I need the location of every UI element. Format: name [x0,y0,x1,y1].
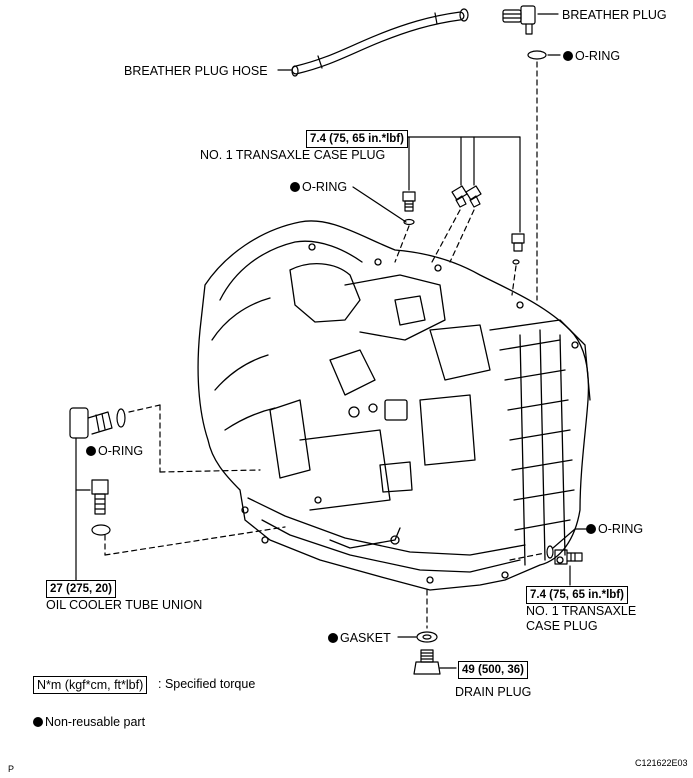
case-plug-right-label-2: CASE PLUG [526,619,598,633]
oil-cooler-union-elbow [69,407,126,439]
oil-cooler-tube-union-label: OIL COOLER TUBE UNION [46,598,203,612]
breather-o-ring-label: O-RING [563,49,620,63]
non-reusable-dot-icon [563,51,573,61]
o-ring-cooler-label: O-RING [86,444,143,458]
breather-plug-drawing [502,5,536,35]
torque-drain-box: 49 (500, 36) [458,661,529,679]
legend-torque-desc: : Specified torque [158,677,256,691]
case-plug-top-3 [465,185,482,208]
drain-plug-label: DRAIN PLUG [455,685,532,699]
transaxle-body [197,220,591,591]
non-reusable-dot-icon [328,633,338,643]
case-plug-right-label-1: NO. 1 TRANSAXLE [526,604,637,618]
non-reusable-dot-icon [586,524,596,534]
o-ring-top-label: O-RING [290,180,347,194]
gasket-drawing [416,631,438,643]
torque-cooler-box: 27 (275, 20) [46,580,117,598]
case-plug-top-2 [451,185,468,208]
case-plug-top-4 [511,233,525,265]
case-plug-top-1 [402,191,416,226]
non-reusable-dot-icon [86,446,96,456]
torque-top-box: 7.4 (75, 65 in.*lbf) [306,130,408,148]
page-marker: P [8,764,15,774]
drain-plug-drawing [413,649,441,675]
breather-plug-label: BREATHER PLUG [562,8,667,22]
legend-non-reusable: Non-reusable part [33,715,145,729]
gasket-label: GASKET [328,631,391,645]
breather-o-ring [527,50,547,60]
case-plug-right-drawing [546,545,583,565]
torque-right-box: 7.4 (75, 65 in.*lbf) [526,586,628,604]
non-reusable-dot-icon [33,717,43,727]
oil-cooler-union-bolt [91,479,111,536]
breather-plug-hose-drawing [291,8,469,77]
breather-plug-hose-label: BREATHER PLUG HOSE [124,64,268,78]
legend-torque-unit-box: N*m (kgf*cm, ft*lbf) [33,676,148,694]
figure-id: C121622E03 [635,758,688,768]
non-reusable-dot-icon [290,182,300,192]
case-plug-top-label: NO. 1 TRANSAXLE CASE PLUG [200,148,386,162]
o-ring-right-label: O-RING [586,522,643,536]
